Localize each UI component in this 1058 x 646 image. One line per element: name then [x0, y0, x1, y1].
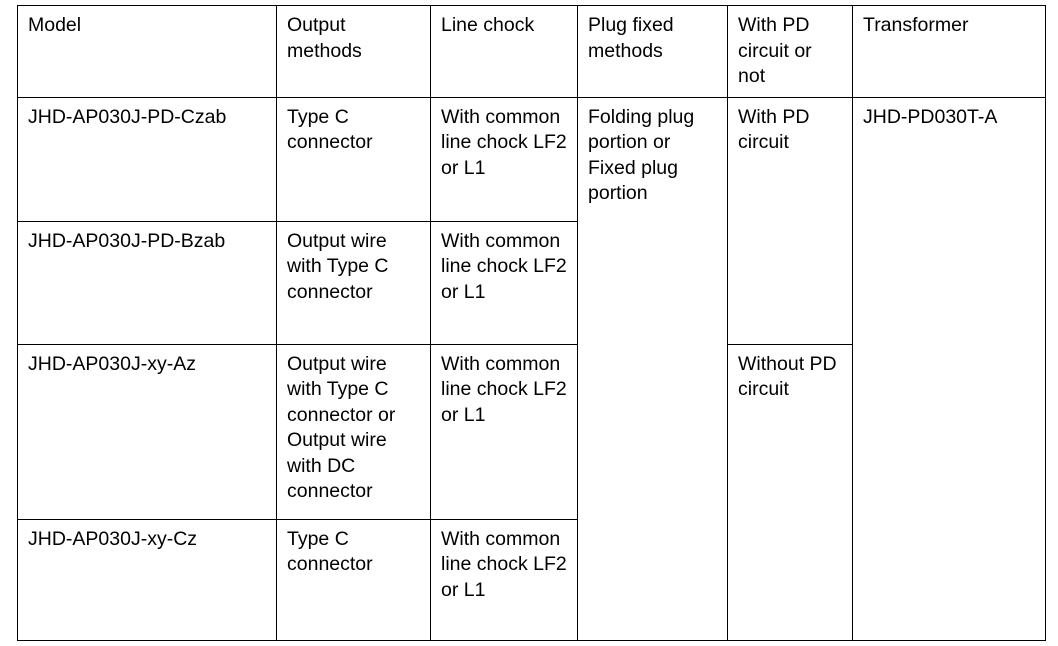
table-row: JHD-AP030J-PD-Bzab Output wire with Type…: [17, 220, 1046, 345]
cell-pd-circuit-without-merged: Without PD circuit: [727, 343, 853, 641]
column-header-pd-circuit: With PD circuit or not: [727, 5, 853, 98]
cell-line-chock: With common line chock LF2 or L1: [430, 96, 578, 222]
cell-pd-circuit-with-merged: With PD circuit: [727, 96, 853, 345]
column-header-output-methods: Output methods: [276, 5, 431, 98]
model-specification-table: Model Output methods Line chock Plug fix…: [17, 5, 1046, 641]
table-row: JHD-AP030J-PD-Czab Type C connector With…: [17, 96, 1046, 641]
cell-model: JHD-AP030J-xy-Cz: [17, 518, 277, 641]
column-header-model: Model: [17, 5, 277, 98]
column-header-line-chock: Line chock: [430, 5, 578, 98]
cell-model: JHD-AP030J-xy-Az: [17, 343, 277, 520]
cell-line-chock: With common line chock LF2 or L1: [430, 220, 578, 345]
cell-transformer-merged: JHD-PD030T-A: [852, 96, 1046, 641]
column-header-plug-fixed-methods: Plug fixed methods: [577, 5, 728, 98]
table-header-row: Model Output methods Line chock Plug fix…: [17, 5, 1046, 98]
column-header-transformer: Transformer: [852, 5, 1046, 98]
cell-line-chock: With common line chock LF2 or L1: [430, 518, 578, 641]
cell-line-chock: With common line chock LF2 or L1: [430, 343, 578, 520]
cell-output-methods: Output wire with Type C connector or Out…: [276, 343, 431, 520]
cell-output-methods: Output wire with Type C connector: [276, 220, 431, 345]
cell-model: JHD-AP030J-PD-Bzab: [17, 220, 277, 345]
table-row: JHD-AP030J-xy-Cz Type C connector With c…: [17, 518, 1046, 641]
cell-model: JHD-AP030J-PD-Czab: [17, 96, 277, 222]
cell-output-methods: Type C connector: [276, 96, 431, 222]
cell-plug-fixed-methods-merged: Folding plug portion or Fixed plug porti…: [577, 96, 728, 641]
cell-output-methods: Type C connector: [276, 518, 431, 641]
table-row: JHD-AP030J-xy-Az Output wire with Type C…: [17, 343, 1046, 641]
